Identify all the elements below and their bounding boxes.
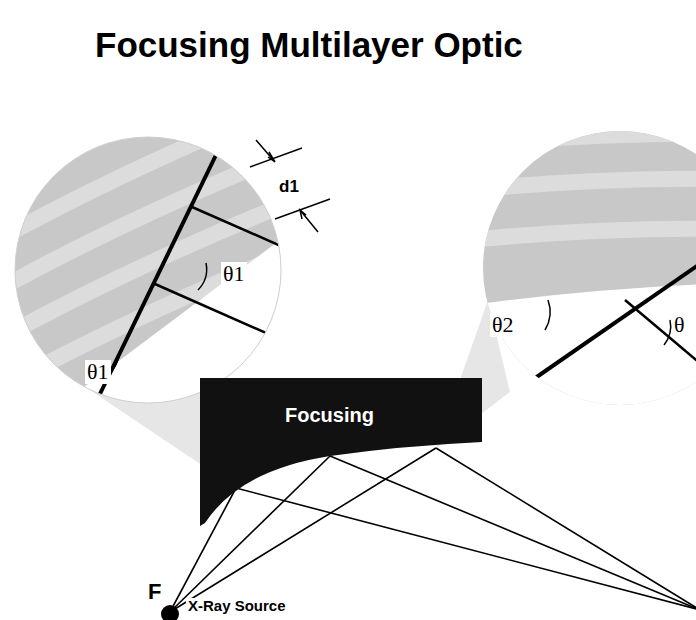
optic-outline [200, 378, 482, 526]
optic-body [200, 378, 482, 528]
node-text: θ [672, 313, 687, 337]
label: X-Ray Source [186, 598, 288, 615]
node-text: d1 [277, 178, 301, 197]
label: F [146, 580, 163, 604]
closeup-circle: d1θ1θ1 [15, 137, 281, 403]
multilayer-closeup [470, 120, 696, 420]
closeup-circle: θ2 θ [483, 131, 696, 405]
diagram-title: Focusing Multilayer Optic [95, 26, 523, 65]
node-text: θ1 [221, 262, 247, 286]
node-text: θ1 [85, 360, 111, 384]
focusing-optic: Focusing [200, 378, 482, 528]
source-point [161, 605, 179, 620]
node-text: Focusing [285, 404, 374, 426]
node-text: θ2 [490, 313, 516, 337]
